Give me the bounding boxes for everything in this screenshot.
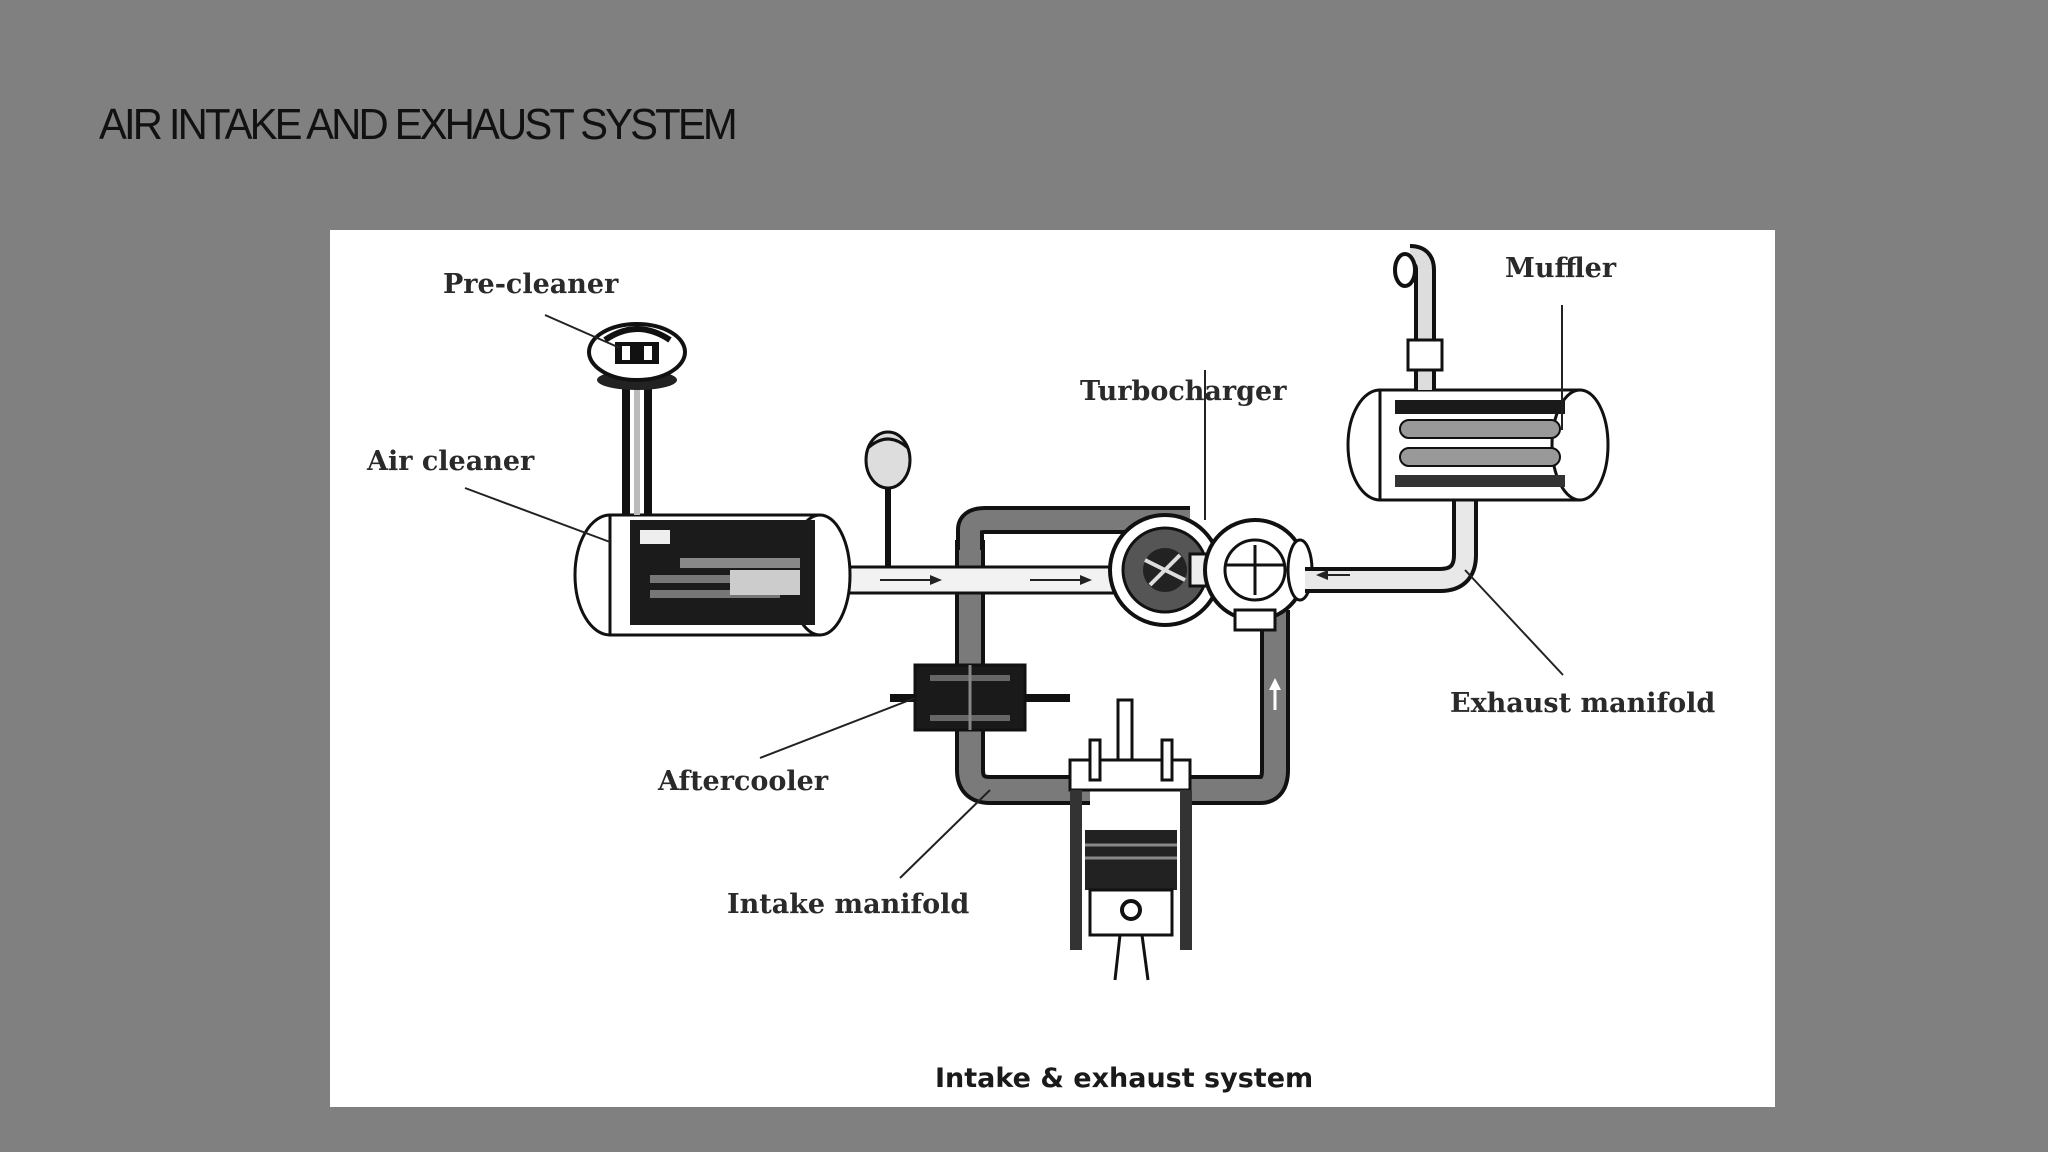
turbocharger-unit — [1108, 513, 1314, 632]
exhaust-pipe — [1305, 480, 1478, 593]
diagram-figure: Pre-cleaner Air cleaner Turbocharger Muf… — [330, 230, 1775, 1107]
label-muffler: Muffler — [1505, 253, 1617, 284]
label-intake-manifold: Intake manifold — [727, 889, 969, 920]
diagram-drawing: Pre-cleaner Air cleaner Turbocharger Muf… — [366, 244, 1715, 1094]
label-air-cleaner: Air cleaner — [366, 446, 535, 477]
pre-cleaner-unit — [587, 322, 687, 515]
label-pre-cleaner: Pre-cleaner — [443, 269, 619, 300]
label-exhaust-manifold: Exhaust manifold — [1450, 688, 1715, 719]
leader-intake-manifold — [899, 789, 991, 879]
label-aftercooler: Aftercooler — [657, 766, 829, 797]
aftercooler-unit — [890, 663, 1070, 732]
label-turbocharger: Turbocharger — [1080, 376, 1287, 407]
figure-caption: Intake & exhaust system — [935, 1063, 1313, 1094]
air-cleaner-unit — [573, 513, 852, 637]
leader-lines — [464, 305, 1564, 879]
leader-pre-cleaner — [544, 314, 621, 349]
slide-title: AIR INTAKE AND EXHAUST SYSTEM — [99, 100, 738, 149]
leader-aftercooler — [759, 697, 916, 759]
muffler-unit — [1346, 244, 1610, 502]
engine-cylinder — [1068, 698, 1192, 981]
leader-air-cleaner — [464, 487, 611, 543]
leader-exhaust-manifold — [1464, 569, 1564, 676]
